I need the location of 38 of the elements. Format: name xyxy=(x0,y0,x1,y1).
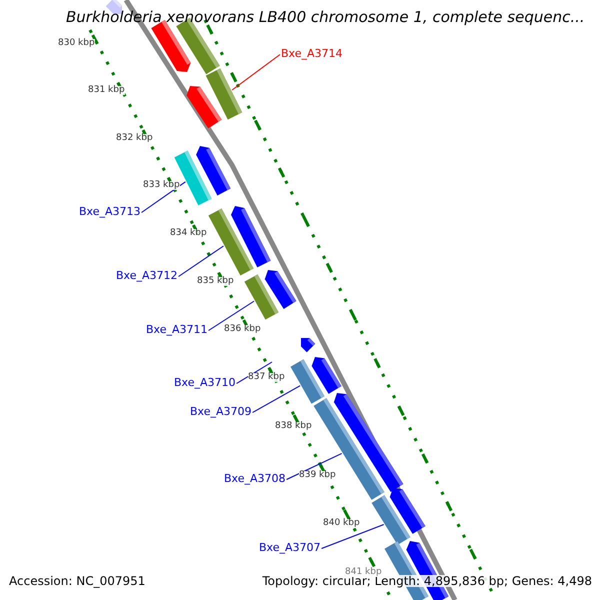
gene-bar xyxy=(208,208,254,276)
leader-line xyxy=(252,385,301,413)
tick-label: 834 kbp xyxy=(170,229,207,238)
tick-label: 832 kbp xyxy=(116,134,153,143)
info-text: Accession: NC_007951 xyxy=(9,575,146,587)
leader-line xyxy=(321,524,384,549)
tick-label: 831 kbp xyxy=(88,86,125,95)
gene-bar xyxy=(290,359,324,404)
gene-bar xyxy=(244,274,279,320)
tick-label: 841 kbp xyxy=(345,568,382,577)
tick-label: 837 kbp xyxy=(248,373,285,382)
tick-label: 840 kbp xyxy=(323,519,360,528)
tick-label: 839 kbp xyxy=(299,471,336,480)
gene-bar xyxy=(372,495,410,545)
gene-label: Bxe_A3714 xyxy=(281,48,343,59)
leader-line xyxy=(178,246,224,277)
gene-label: Bxe_A3709 xyxy=(190,406,252,417)
gene-bar xyxy=(206,68,242,120)
gene-bar xyxy=(301,338,316,352)
gene-label: Bxe_A3713 xyxy=(79,206,141,217)
leader-line xyxy=(208,300,255,331)
tick-label: 833 kbp xyxy=(143,181,180,190)
leader-line xyxy=(236,362,272,384)
title: Burkholderia xenovorans LB400 chromosome 1, complete sequenc... xyxy=(66,10,585,25)
gene-label: Bxe_A3710 xyxy=(174,377,236,388)
tick-label: 836 kbp xyxy=(224,325,261,334)
gene-label: Bxe_A3712 xyxy=(116,270,178,281)
gene-label: Bxe_A3708 xyxy=(224,473,286,484)
gene-label: Bxe_A3707 xyxy=(259,542,321,553)
tick-label: 835 kbp xyxy=(197,277,234,286)
gene-bar xyxy=(314,398,384,500)
tick-label: 838 kbp xyxy=(275,422,312,431)
info-text: Topology: circular; Length: 4,895,836 bp; Genes: 4,498 xyxy=(262,575,592,587)
leader-line xyxy=(232,54,280,90)
leader-line xyxy=(141,181,186,213)
gene-label: Bxe_A3711 xyxy=(146,324,208,335)
tick-label: 830 kbp xyxy=(58,39,95,48)
leader-line xyxy=(286,452,342,480)
